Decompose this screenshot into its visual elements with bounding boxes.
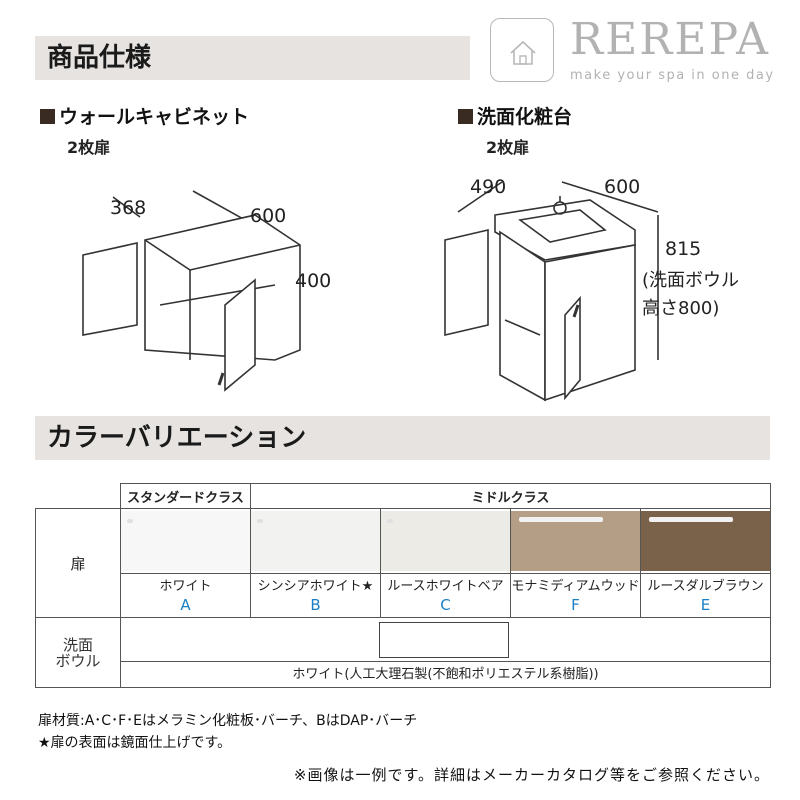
- image-disclaimer: ※画像は一例です。詳細はメーカーカタログ等をご参照ください。: [293, 766, 770, 784]
- color-swatch-b: [251, 511, 380, 571]
- bowl-label-1: 洗面: [62, 635, 93, 654]
- color-swatch-c: [381, 511, 510, 571]
- color-swatch-e: [641, 511, 770, 571]
- bowl-swatch-cell: [120, 617, 771, 662]
- color-section-title: カラーバリエーション: [47, 423, 307, 453]
- swatch-cell: [510, 508, 641, 574]
- color-code: B: [310, 595, 321, 614]
- color-name: モナミディアムウッド: [511, 578, 640, 594]
- material-note: 扉材質:A･C･F･Eはメラミン化粧板･バーチ、BはDAP･バーチ: [38, 713, 418, 729]
- spec-section-header: 商品仕様: [35, 36, 470, 80]
- bowl-color-note: ホワイト(人工大理石製(不飽和ポリエステル系樹脂)): [120, 661, 771, 688]
- dim-height: 400: [295, 270, 332, 292]
- product-title-vanity: 洗面化粧台: [458, 102, 572, 129]
- handle-icon: [257, 519, 263, 523]
- wall-cabinet-drawing: [82, 190, 301, 392]
- product-title-wall-cabinet: ウォールキャビネット: [40, 102, 249, 129]
- color-name: シンシアホワイト★: [257, 578, 374, 594]
- mirror-finish-note: ★扉の表面は鏡面仕上げです。: [38, 735, 232, 751]
- bowl-label-2: ボウル: [55, 651, 101, 670]
- dim-height-note-1: (洗面ボウル: [642, 270, 740, 291]
- brand-logo: REREPA make your spa in one day: [490, 14, 780, 90]
- brand-tagline: make your spa in one day: [570, 68, 775, 83]
- dim-height-note-2: 高さ800): [642, 298, 720, 319]
- color-code: E: [700, 595, 711, 614]
- product-subtitle: 2枚扉: [486, 138, 530, 157]
- door-row-label: 扉: [35, 508, 121, 618]
- dim-depth: 368: [110, 197, 147, 219]
- color-label-cell: シンシアホワイト★B: [250, 573, 381, 618]
- bowl-white-swatch: [378, 621, 509, 658]
- dim-height: 815: [665, 238, 702, 260]
- standard-class-header: スタンダードクラス: [120, 483, 251, 509]
- color-swatch-f: [511, 511, 640, 571]
- swatch-cell: [640, 508, 771, 574]
- product-title-text: ウォールキャビネット: [59, 106, 250, 128]
- color-code: F: [571, 595, 580, 614]
- color-name: ルースホワイトベア: [387, 578, 504, 594]
- dim-depth: 490: [470, 176, 507, 198]
- color-code: A: [180, 595, 191, 614]
- square-bullet-icon: [40, 109, 55, 124]
- middle-class-header: ミドルクラス: [250, 483, 771, 509]
- dim-width: 600: [250, 205, 287, 227]
- bowl-row-label: 洗面 ボウル: [35, 617, 121, 688]
- dim-width: 600: [604, 176, 641, 198]
- product-title-text: 洗面化粧台: [477, 106, 573, 128]
- square-bullet-icon: [458, 109, 473, 124]
- swatch-cell: [380, 508, 511, 574]
- swatch-cell: [250, 508, 381, 574]
- vanity-drawing: [444, 181, 659, 402]
- handle-icon: [519, 517, 603, 522]
- product-subtitle: 2枚扉: [67, 138, 111, 157]
- color-swatch-a: [121, 511, 250, 571]
- handle-icon: [649, 517, 733, 522]
- color-name: ホワイト: [159, 578, 212, 594]
- spec-section-title: 商品仕様: [47, 43, 152, 73]
- house-icon: [490, 18, 554, 82]
- color-name: ルースダルブラウン: [647, 578, 764, 594]
- brand-name: REREPA: [570, 14, 770, 65]
- handle-icon: [387, 519, 393, 523]
- color-code: C: [440, 595, 451, 614]
- handle-icon: [127, 519, 133, 523]
- swatch-cell: [120, 508, 251, 574]
- color-section-header: カラーバリエーション: [35, 416, 770, 460]
